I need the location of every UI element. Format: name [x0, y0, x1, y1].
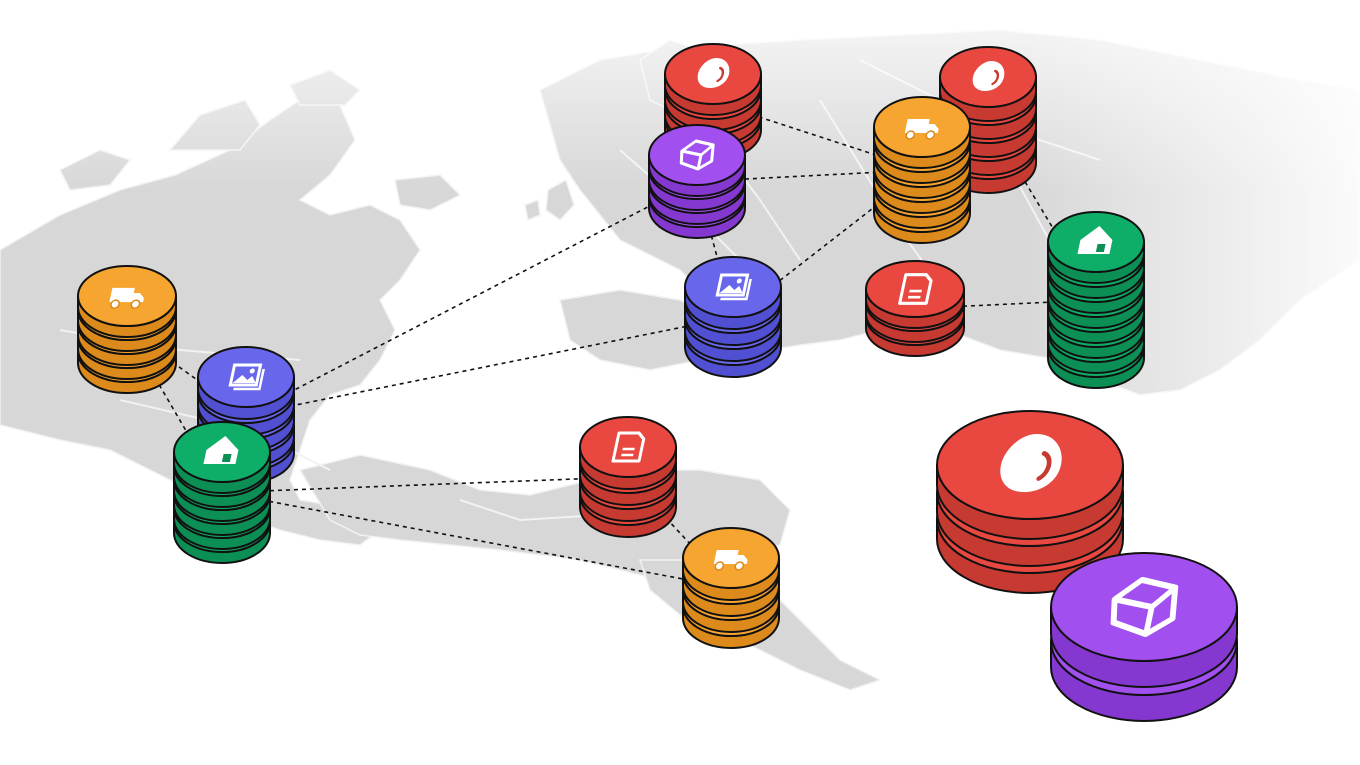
gem-icon — [1110, 576, 1179, 638]
truck-icon — [904, 119, 939, 140]
stack-truck-central[interactable] — [873, 96, 971, 244]
stack-image-central[interactable] — [684, 256, 782, 378]
image-icon — [228, 363, 265, 391]
coin-face — [865, 260, 965, 318]
truck-icon — [713, 550, 748, 571]
coin — [579, 416, 677, 490]
coin-face — [197, 346, 295, 408]
truck-icon — [109, 287, 144, 310]
stack-truck-west[interactable] — [77, 265, 177, 394]
connection-link — [245, 316, 734, 416]
coin-face — [579, 416, 677, 478]
house-icon — [1077, 226, 1113, 254]
coin — [197, 346, 295, 420]
coin — [648, 124, 746, 197]
house-icon — [203, 436, 239, 464]
stack-gem-large[interactable] — [1050, 552, 1238, 722]
stack-gem-europe[interactable] — [648, 124, 746, 239]
coin — [865, 260, 965, 329]
coin-face — [684, 256, 782, 318]
stack-truck-south[interactable] — [682, 527, 780, 649]
connection-link — [221, 491, 732, 589]
stack-house-east[interactable] — [1047, 211, 1145, 389]
connection-link — [914, 299, 1097, 310]
drop-icon — [972, 61, 1005, 91]
coin — [1050, 552, 1238, 688]
coin — [684, 256, 782, 330]
stack-drop-large[interactable] — [936, 410, 1124, 594]
card-icon — [611, 431, 646, 463]
gem-icon — [679, 139, 715, 171]
card-icon — [898, 273, 933, 305]
drop-icon — [697, 58, 730, 88]
drop-icon — [1000, 433, 1062, 493]
connection-link — [221, 476, 629, 494]
coin-stacks — [77, 43, 1238, 722]
image-icon — [715, 273, 752, 301]
stack-house-west[interactable] — [173, 421, 271, 564]
stack-card-central[interactable] — [865, 260, 965, 357]
stack-card-south[interactable] — [579, 416, 677, 538]
